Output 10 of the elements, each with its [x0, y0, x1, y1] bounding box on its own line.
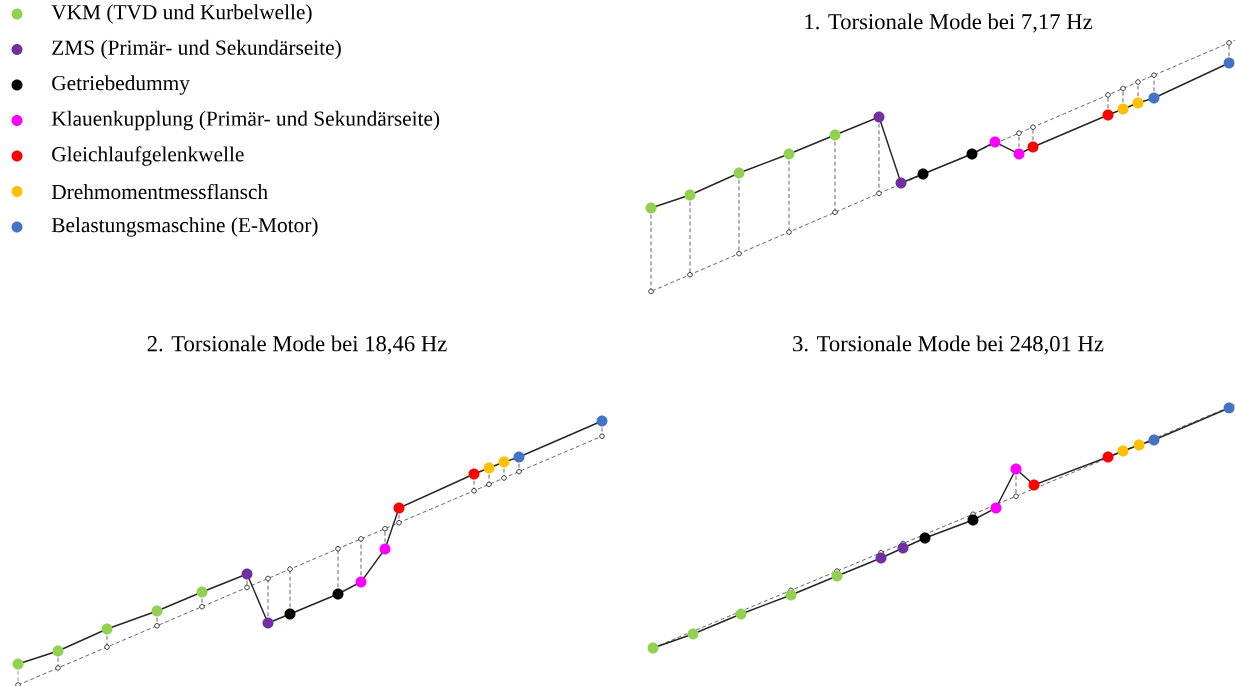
plot-title: 3. Torsionale Mode bei 248,01 Hz: [793, 335, 1104, 355]
legend-label: ZMS (Primär- und Sekundärseite): [52, 39, 341, 60]
legend-label: Drehmomentmessflansch: [51, 183, 268, 200]
plot-title: 1. Torsionale Mode bei 7,17 Hz: [805, 13, 1092, 33]
legend-label: Belastungsmaschine (E-Motor): [51, 217, 318, 237]
plot-title: 2. Torsionale Mode bei 18,46 Hz: [147, 335, 447, 355]
legend-label: Getriebedummy: [52, 75, 190, 95]
legend-label: Gleichlaufgelenkwelle: [52, 146, 244, 166]
legend-label: Klauenkupplung (Primär- und Sekundärseite): [51, 110, 440, 131]
legend-label: VKM (TVD und Kurbelwelle): [51, 4, 312, 24]
